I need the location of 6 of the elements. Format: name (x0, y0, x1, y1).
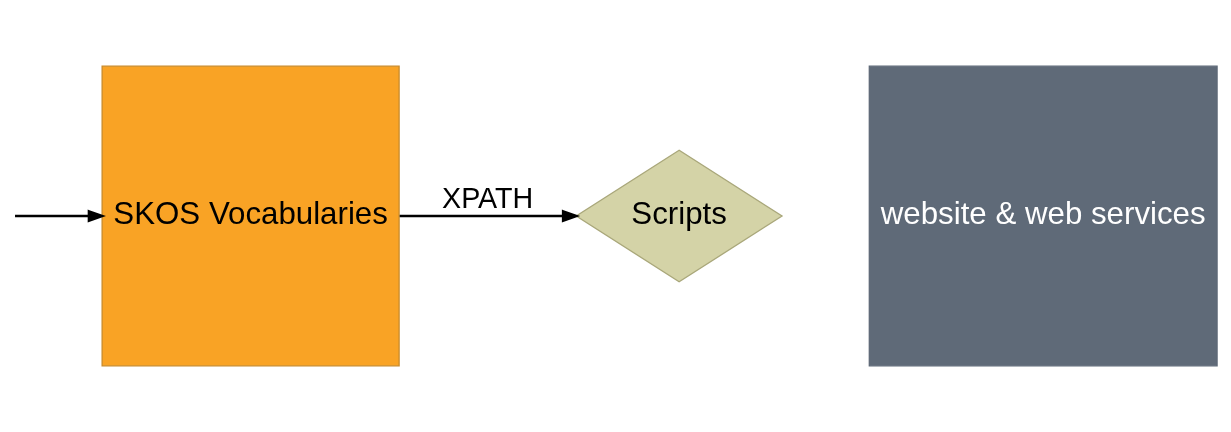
node-diamond: Scripts (575, 149, 784, 283)
edge-label: XPATH (442, 181, 534, 214)
arrow (399, 209, 581, 223)
node-box: SKOS Vocabularies (101, 65, 400, 367)
arrow (15, 209, 106, 223)
node-box: website & web services (868, 65, 1218, 367)
